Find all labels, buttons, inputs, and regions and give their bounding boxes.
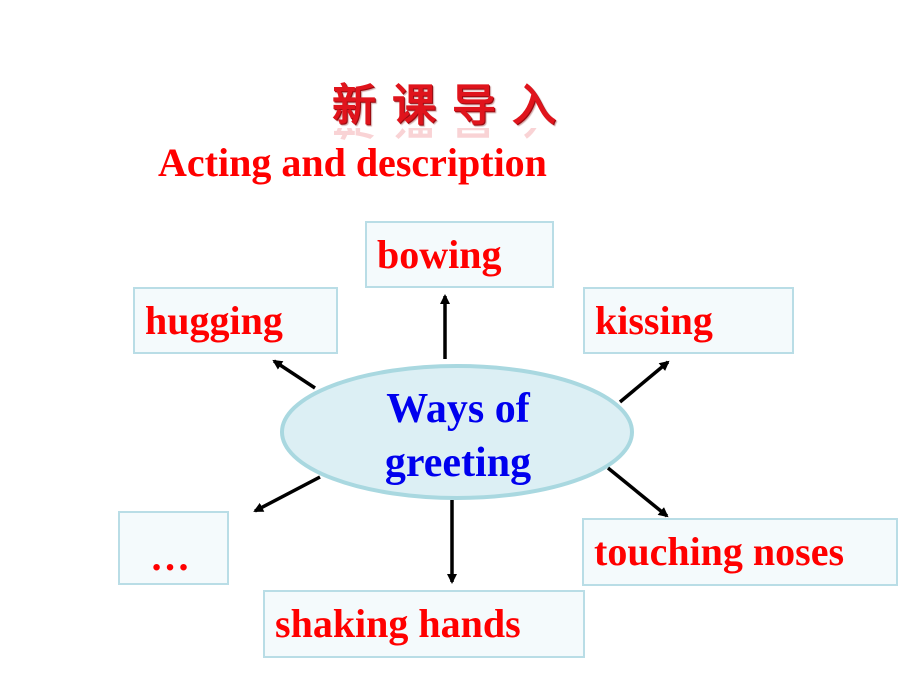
node-hugging: hugging bbox=[133, 287, 338, 354]
arrow-to-hugging bbox=[272, 359, 316, 390]
node-shaking-hands: shaking hands bbox=[263, 590, 585, 658]
node-kissing: kissing bbox=[583, 287, 794, 354]
node-ellipsis: … bbox=[118, 511, 229, 585]
arrow-to-touching-noses bbox=[606, 466, 669, 518]
center-label-line1: Ways of bbox=[386, 386, 530, 432]
center-label: Ways of greeting bbox=[300, 382, 616, 490]
center-ellipse bbox=[280, 364, 634, 500]
arrow-to-kissing bbox=[618, 360, 670, 404]
arrow-to-ellipsis bbox=[253, 475, 321, 513]
slide-subtitle: Acting and description bbox=[158, 140, 547, 185]
node-touching-noses: touching noses bbox=[582, 518, 898, 586]
center-label-line2: greeting bbox=[384, 440, 532, 486]
node-bowing: bowing bbox=[365, 221, 554, 288]
slide-heading-chinese: 新课导入 bbox=[332, 80, 572, 131]
